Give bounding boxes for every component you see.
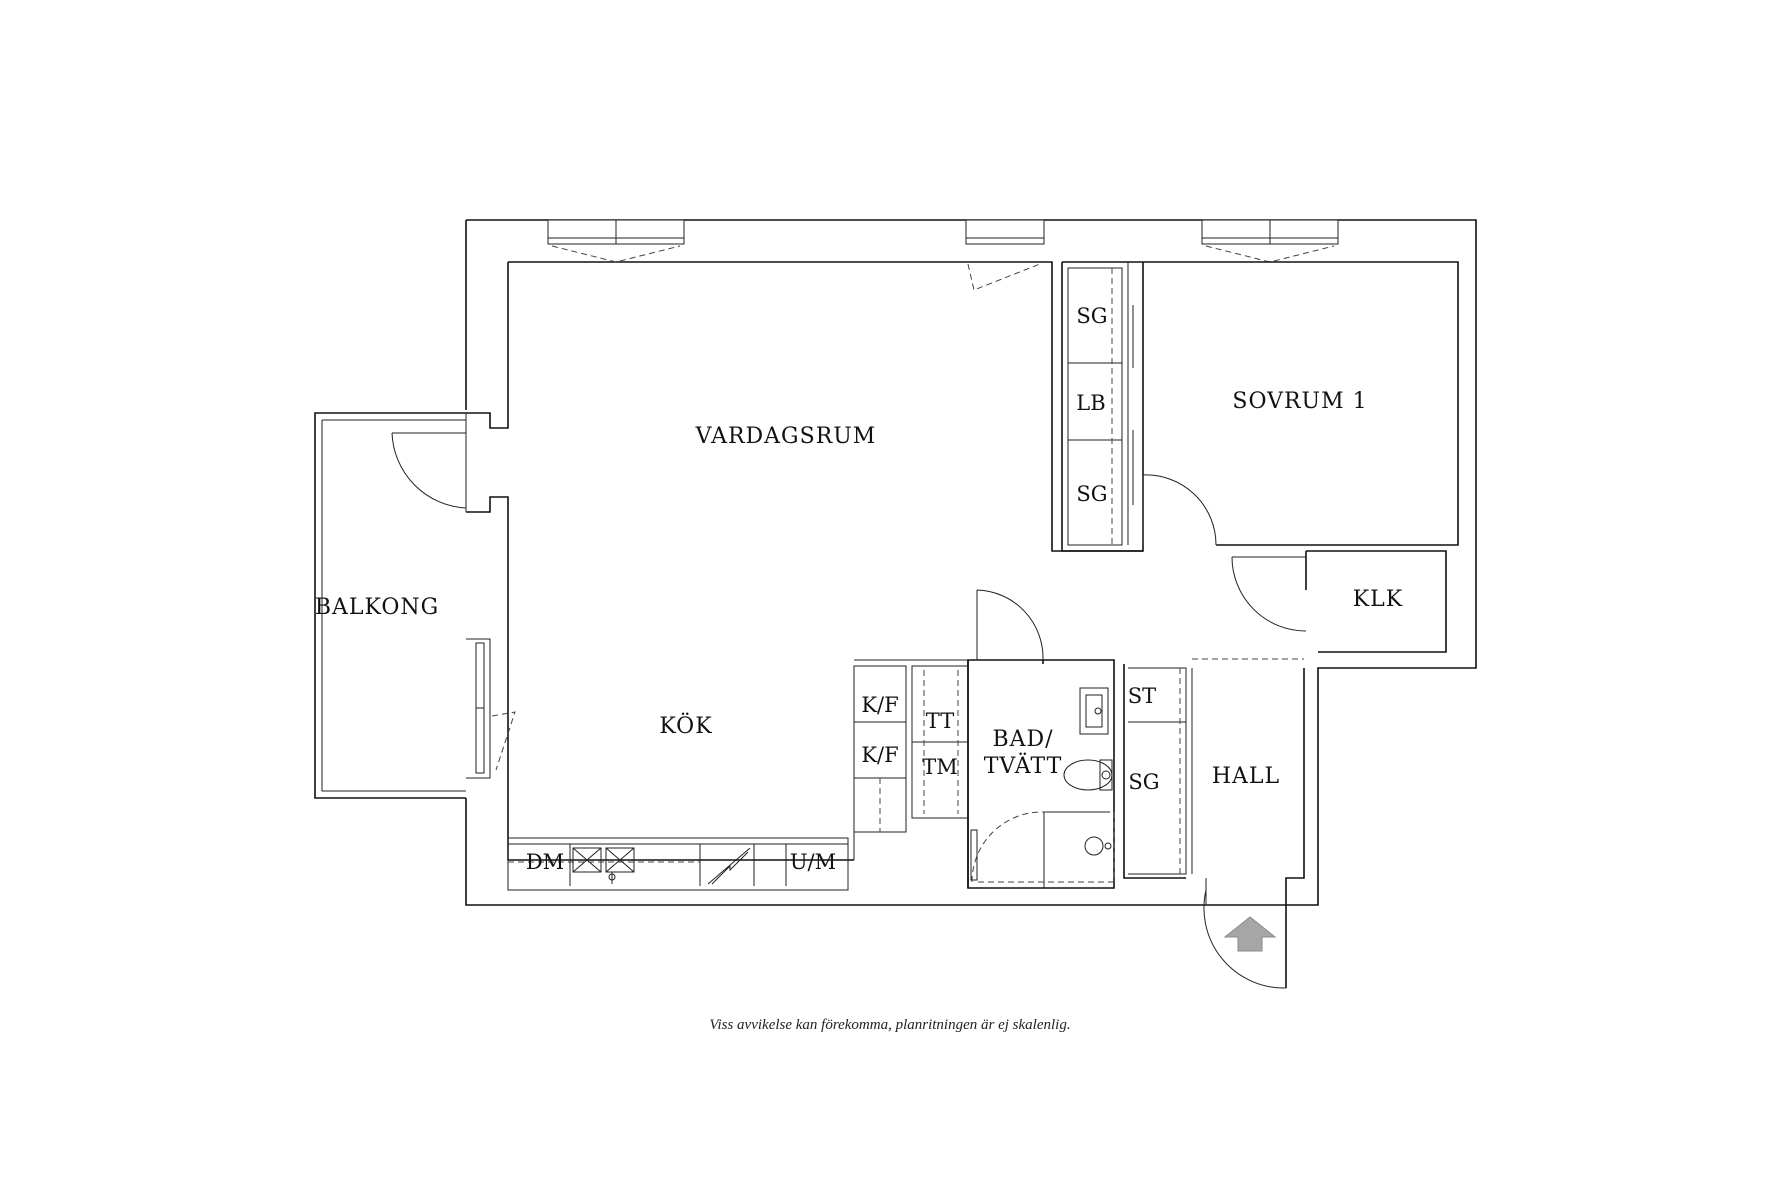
outer-walls xyxy=(314,219,1477,906)
label-lb: LB xyxy=(1076,391,1105,415)
label-sg-hall: SG xyxy=(1128,770,1159,794)
label-sg-mid: SG xyxy=(1076,482,1107,506)
window-bedroom xyxy=(1201,219,1339,263)
label-dm: DM xyxy=(526,850,564,874)
room-label-hall: HALL xyxy=(1212,764,1280,789)
bedroom-walls xyxy=(1061,261,1459,552)
entrance-arrow-icon xyxy=(1223,916,1277,952)
label-kf-bottom: K/F xyxy=(861,743,898,767)
hall xyxy=(1123,658,1305,988)
window-living-left xyxy=(547,219,685,263)
balcony-window xyxy=(475,642,516,774)
room-label-kok: KÖK xyxy=(659,712,712,739)
kitchen-cabinets xyxy=(853,659,969,860)
room-label-balkong: BALKONG xyxy=(315,595,439,620)
label-kf-top: K/F xyxy=(861,693,898,717)
room-label-klk: KLK xyxy=(1353,587,1403,612)
room-label-bad: BAD/ xyxy=(992,727,1053,752)
label-tt: TT xyxy=(926,709,954,733)
room-label-vardagsrum: VARDAGSRUM xyxy=(695,424,877,449)
room-label-sovrum: SOVRUM 1 xyxy=(1232,389,1367,414)
footer-note: Viss avvikelse kan förekomma, planritnin… xyxy=(709,1017,1070,1033)
balcony-door xyxy=(391,413,467,512)
bathroom-door xyxy=(976,589,1044,664)
entrance-door xyxy=(1203,878,1287,989)
label-um: U/M xyxy=(790,850,836,874)
window-living-right xyxy=(965,219,1045,291)
room-label-tvatt: TVÄTT xyxy=(984,752,1063,779)
label-sg-top: SG xyxy=(1076,304,1107,328)
label-st: ST xyxy=(1128,684,1156,708)
bedroom-door xyxy=(1142,474,1217,546)
label-tm: TM xyxy=(922,755,958,779)
kitchen-counter xyxy=(507,837,849,891)
klk-closet xyxy=(1231,550,1447,653)
